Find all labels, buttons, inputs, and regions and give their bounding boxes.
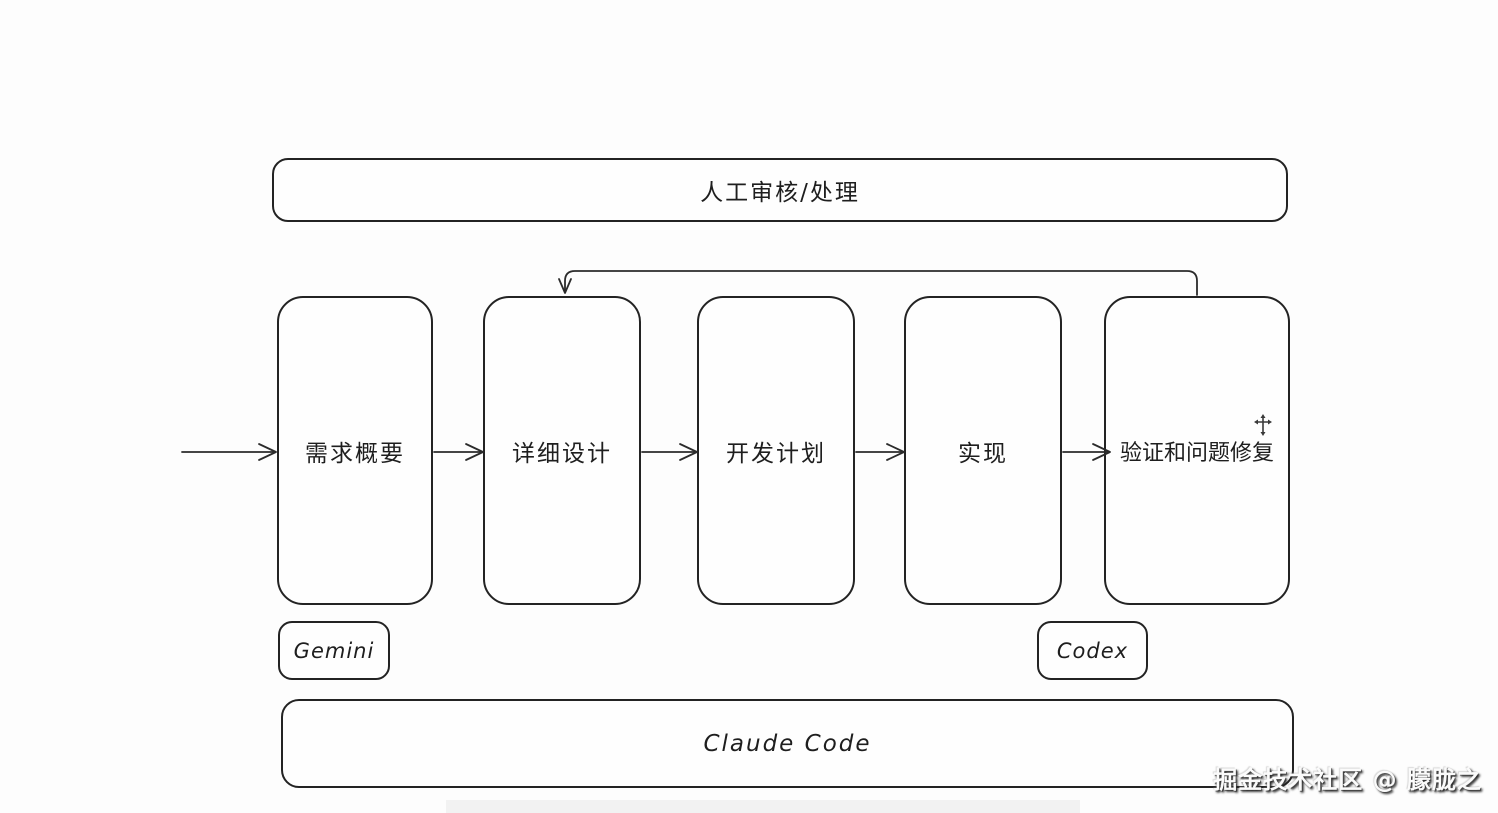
gemini-tool-box: Gemini	[278, 621, 390, 680]
stage-verify-fix-label: 验证和问题修复	[1119, 440, 1274, 466]
arrow-feedback-loop	[558, 270, 1198, 296]
arrow-stage4-stage5	[1062, 443, 1111, 461]
codex-tool-label: Codex	[1056, 638, 1129, 663]
codex-tool-box: Codex	[1037, 621, 1148, 680]
bottom-faint-bar	[446, 800, 1080, 813]
arrow-entry	[181, 443, 277, 461]
stage-implementation-box: 实现	[904, 296, 1062, 605]
claude-code-box: Claude Code	[281, 699, 1294, 788]
arrow-stage1-stage2	[433, 443, 484, 461]
manual-review-box: 人工审核/处理	[272, 158, 1288, 222]
gemini-tool-label: Gemini	[293, 638, 375, 663]
stage-requirements-label: 需求概要	[305, 440, 405, 467]
stage-requirements-box: 需求概要	[277, 296, 433, 605]
arrow-stage3-stage4	[855, 443, 905, 461]
move-cursor-icon	[1254, 414, 1272, 436]
stage-verify-fix-box: 验证和问题修复	[1104, 296, 1290, 605]
stage-implementation-label: 实现	[958, 440, 1008, 467]
stage-detailed-design-label: 详细设计	[512, 440, 612, 467]
manual-review-label: 人工审核/处理	[700, 180, 860, 206]
stage-dev-plan-box: 开发计划	[697, 296, 855, 605]
arrow-stage2-stage3	[641, 443, 698, 461]
watermark-text: 掘金技术社区 @ 朦胧之	[1213, 766, 1482, 794]
claude-code-label: Claude Code	[703, 730, 872, 757]
stage-detailed-design-box: 详细设计	[483, 296, 641, 605]
stage-dev-plan-label: 开发计划	[726, 440, 826, 467]
